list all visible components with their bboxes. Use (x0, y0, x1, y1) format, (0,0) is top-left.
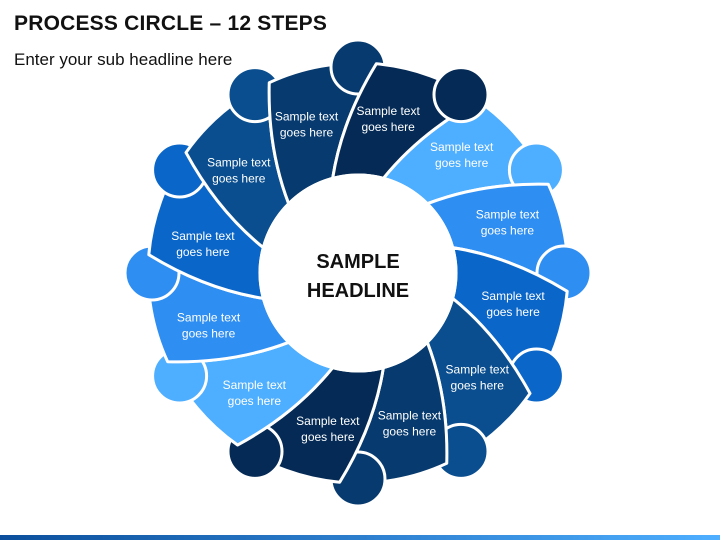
step-7-label-line2: goes here (228, 394, 282, 408)
page-title: PROCESS CIRCLE – 12 STEPS (14, 12, 328, 35)
step-1-label-line2: goes here (435, 156, 489, 170)
step-2-label-line2: goes here (481, 224, 535, 238)
center-headline-line1: SAMPLE (316, 251, 399, 273)
step-1-label-line1: Sample text (430, 140, 494, 154)
step-7-label-line1: Sample text (223, 378, 287, 392)
step-3-label-line1: Sample text (481, 289, 545, 303)
step-12-label: Sample text goes here (356, 104, 420, 134)
step-10-label: Sample text goes here (207, 155, 271, 185)
step-5-label-line1: Sample text (378, 408, 442, 422)
page-subtitle: Enter your sub headline here (14, 50, 233, 69)
bottom-accent-bar (0, 535, 720, 540)
center-circle (258, 173, 458, 373)
step-4-label-line1: Sample text (446, 363, 510, 377)
step-12-label-line1: Sample text (356, 104, 420, 118)
step-9-label-line1: Sample text (171, 229, 235, 243)
step-knob-12 (432, 66, 490, 124)
segments-group (123, 38, 593, 508)
step-11-label-line2: goes here (280, 126, 334, 140)
step-6-label-line1: Sample text (296, 414, 360, 428)
step-9-label: Sample text goes here (171, 229, 235, 259)
step-9-label-line2: goes here (176, 245, 230, 259)
step-4-label: Sample text goes here (446, 363, 510, 393)
step-10-label-line2: goes here (212, 171, 266, 185)
center-headline-line2: HEADLINE (307, 280, 409, 302)
step-3-label-line2: goes here (486, 305, 540, 319)
step-4-label-line2: goes here (451, 379, 505, 393)
step-6-label: Sample text goes here (296, 414, 360, 444)
step-5-label-line2: goes here (383, 424, 437, 438)
step-7-label: Sample text goes here (223, 378, 287, 408)
step-5-label: Sample text goes here (378, 408, 442, 438)
step-2-label-line1: Sample text (476, 208, 540, 222)
step-10-label-line1: Sample text (207, 155, 271, 169)
step-6-label-line2: goes here (301, 430, 355, 444)
step-12-label-line2: goes here (361, 120, 415, 134)
step-11-label: Sample text goes here (275, 110, 339, 140)
step-2-label: Sample text goes here (476, 208, 540, 238)
step-1-label: Sample text goes here (430, 140, 494, 170)
step-11-label-line1: Sample text (275, 110, 339, 124)
step-3-label: Sample text goes here (481, 289, 545, 319)
step-8-label-line2: goes here (182, 326, 236, 340)
step-8-label: Sample text goes here (177, 310, 241, 340)
step-8-label-line1: Sample text (177, 310, 241, 324)
